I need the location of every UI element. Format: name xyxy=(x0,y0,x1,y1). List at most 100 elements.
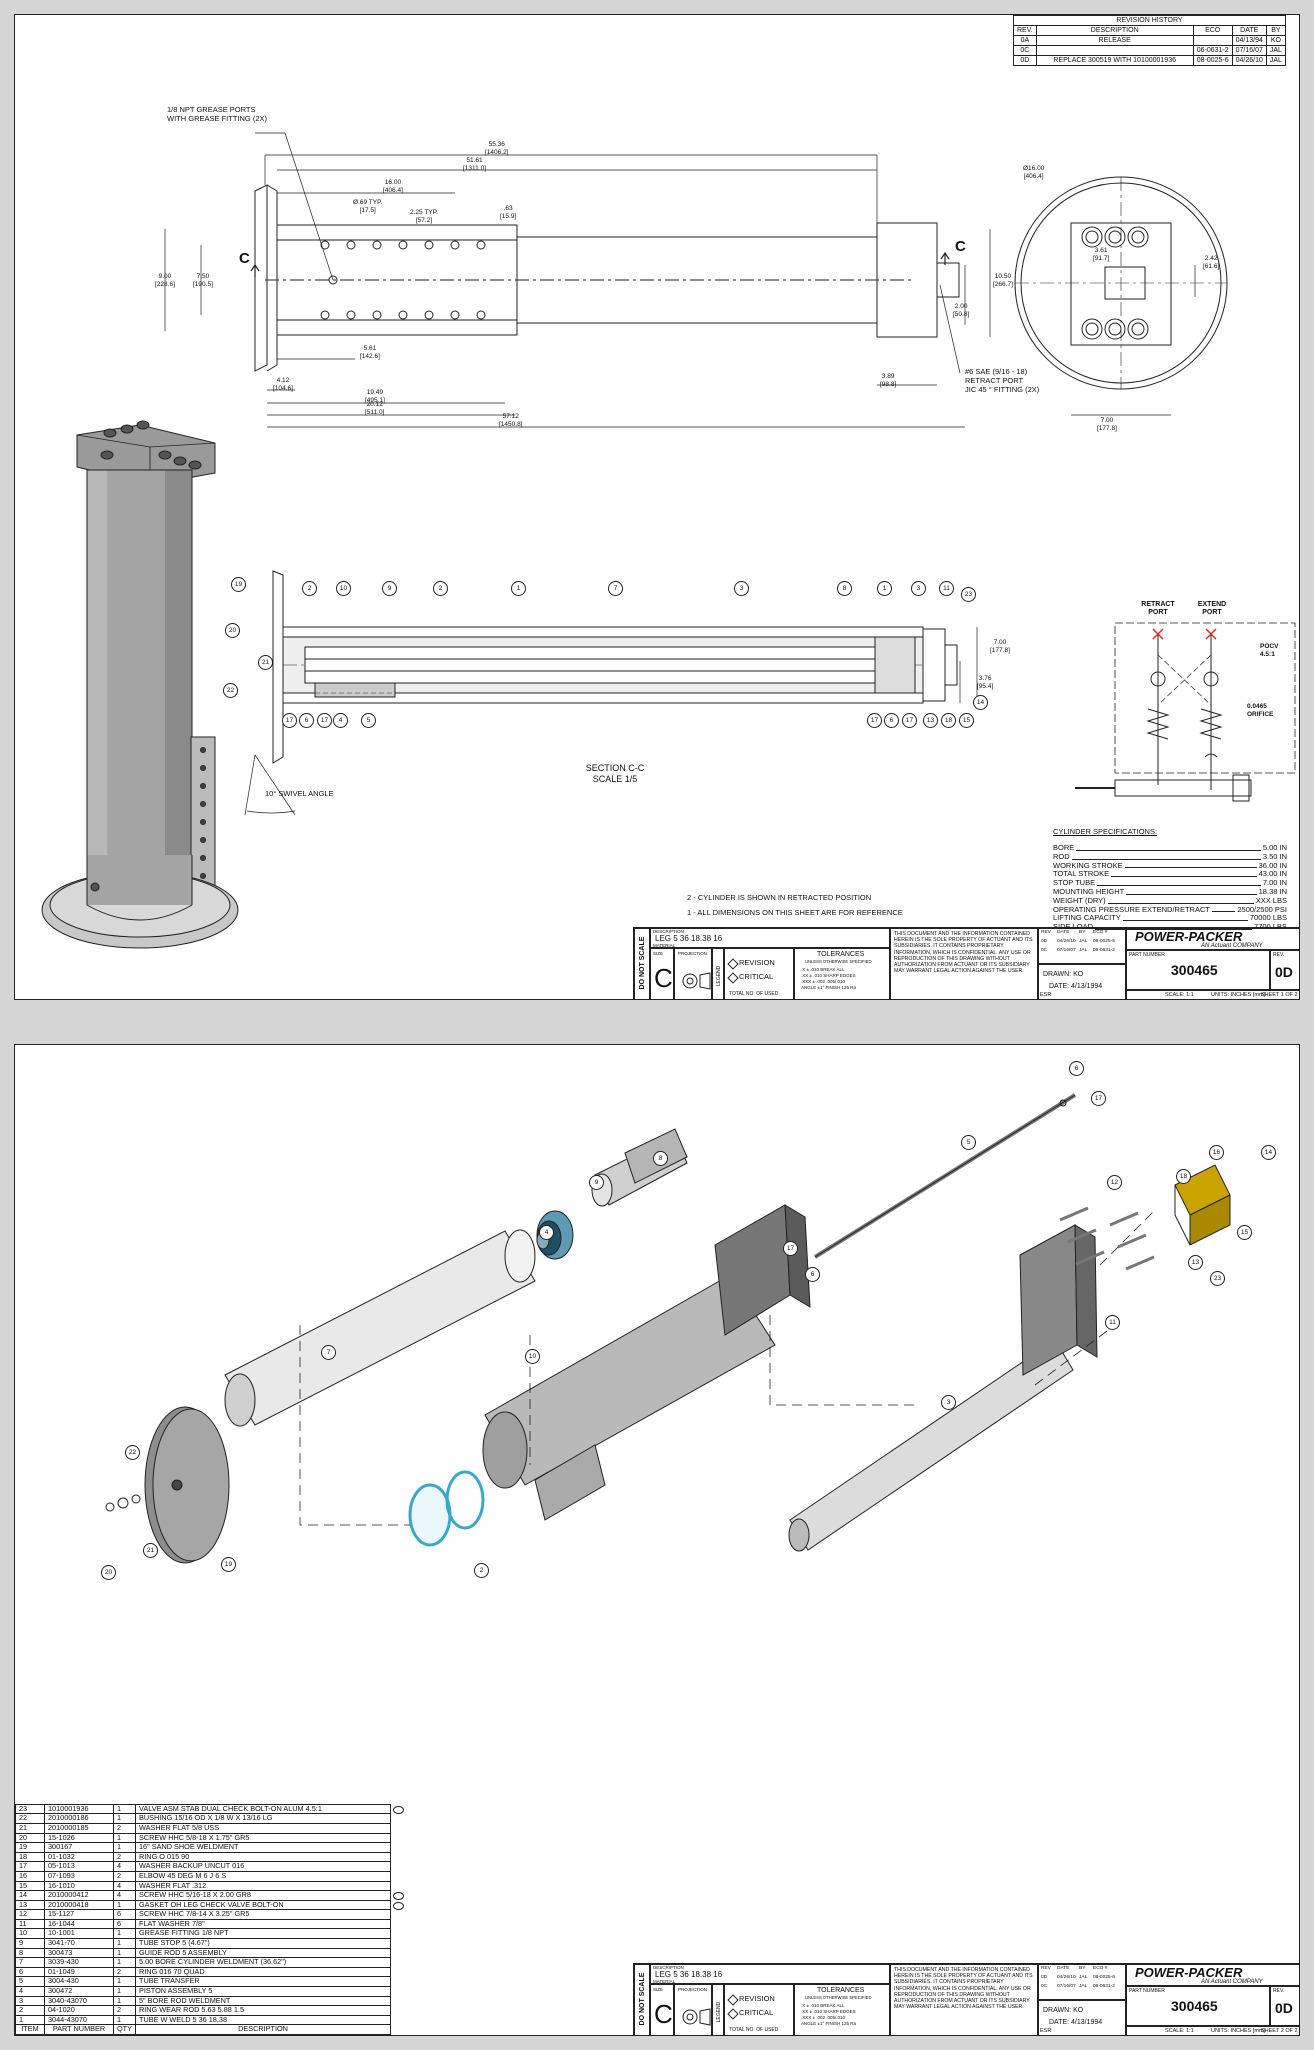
legend-label: LEGEND xyxy=(716,2001,722,2023)
item-balloon-20: 20 xyxy=(101,1565,116,1580)
bom-item: 14 xyxy=(15,1890,45,1901)
tolerance-line: .XX ± .010 SHARP EDGES xyxy=(801,2009,856,2014)
item-balloon-8: 8 xyxy=(653,1151,668,1166)
bom-description: RING WEAR ROD 5.63 5.88 1.5 xyxy=(135,2005,391,2016)
rev-mini-value: 06-0631-2 xyxy=(1093,1984,1115,1989)
company-sub: AN Actuant COMPANY xyxy=(1201,1979,1263,1985)
rev-mini-value: 0D xyxy=(1041,1975,1048,1980)
dimension-label: 4.12[104.6] xyxy=(273,377,293,392)
rev-mini-value: 0C xyxy=(1041,948,1048,953)
rev-mini-value: 04/26/10 xyxy=(1057,939,1076,944)
esr-label: ESR: xyxy=(1040,992,1053,998)
spec-row-stop-tube: STOP TUBE 7.00 IN xyxy=(1053,878,1287,888)
description-value: LEG 5 36 18.38 16 xyxy=(655,934,723,943)
projection-label: PROJECTION xyxy=(678,951,708,956)
spec-label: SIDE LOAD xyxy=(1053,922,1094,932)
end-view-head-block xyxy=(1070,222,1172,346)
part-number-value: 300465 xyxy=(1171,1998,1218,2014)
tolerance-line: .X ± .010 BREAK ALL xyxy=(801,2003,845,2008)
item-balloon-4: 4 xyxy=(333,713,348,728)
part-number-label: PART NUMBER xyxy=(1129,952,1165,958)
material-label: MATERIAL xyxy=(653,1979,676,1984)
proprietary-notice: THIS DOCUMENT AND THE INFORMATION CONTAI… xyxy=(894,1967,1033,2011)
drawn-date: DATE: 4/13/1994 xyxy=(1049,983,1103,990)
tolerances-sub: UNLESS OTHERWISE SPECIFIED xyxy=(805,1995,872,2000)
critical-diamond-icon xyxy=(727,2008,739,2020)
item-balloon-22: 22 xyxy=(125,1445,140,1460)
section-scale: SCALE 1/5 xyxy=(592,774,638,784)
bom-item: 2 xyxy=(15,2005,45,2016)
bom-part-number: 04-1020 xyxy=(44,2005,114,2016)
item-balloon-6: 6 xyxy=(805,1267,820,1282)
projection-label: PROJECTION xyxy=(678,1987,708,1992)
projection-cell: PROJECTION xyxy=(674,948,712,999)
eco-marker xyxy=(393,1892,404,1901)
item-balloon-13: 13 xyxy=(923,713,938,728)
description-label: DESCRIPTION xyxy=(653,929,684,934)
rev-mini-value: DATE xyxy=(1057,930,1070,935)
item-balloon-23: 23 xyxy=(961,587,976,602)
proprietary-cell: THIS DOCUMENT AND THE INFORMATION CONTAI… xyxy=(890,928,1038,999)
bom-qty: 2 xyxy=(113,2005,136,2016)
bom-qty: 1 xyxy=(113,1938,136,1949)
bom-part-number: 2010000185 xyxy=(44,1822,114,1834)
item-balloon-17: 17 xyxy=(902,713,917,728)
units-label: UNITS: INCHES [mm] xyxy=(1211,2028,1266,2034)
revision-cell: JAL xyxy=(1265,55,1286,66)
isometric-leg-view xyxy=(41,420,239,949)
item-balloon-23: 23 xyxy=(1210,1271,1225,1286)
item-balloon-17: 17 xyxy=(783,1241,798,1256)
item-balloon-7: 7 xyxy=(321,1345,336,1360)
bom-qty: 2 xyxy=(113,1822,136,1834)
spec-value: 43.00 IN xyxy=(1258,869,1287,879)
critical-diamond-icon xyxy=(727,972,739,984)
item-balloon-2: 2 xyxy=(474,1563,489,1578)
rev-mini-value: JAL xyxy=(1079,1975,1088,1980)
item-balloon-20: 20 xyxy=(225,623,240,638)
note-2: 2 - CYLINDER IS SHOWN IN RETRACTED POSIT… xyxy=(687,893,872,902)
sheet-number: SHEET 2 OF 2 xyxy=(1261,2028,1298,2034)
bom-item: 19 xyxy=(15,1842,45,1853)
spec-value: 3.50 IN xyxy=(1262,851,1287,861)
rev-mini-value: 07/16/07 xyxy=(1057,948,1076,953)
part-number-cell: PART NUMBER 300465 xyxy=(1126,1986,1270,2026)
dimension-label: 10.50[266.7] xyxy=(993,273,1013,288)
spec-label: WEIGHT (DRY) xyxy=(1053,895,1106,905)
bom-description: SCREW HHC 7/8-14 X 3.25" GR5 xyxy=(135,1909,391,1920)
item-balloon-3: 3 xyxy=(911,581,926,596)
esr-label: ESR: xyxy=(1040,2028,1053,2034)
spec-label: STOP TUBE xyxy=(1053,878,1096,888)
projection-symbol xyxy=(681,2007,711,2032)
bom-item: 9 xyxy=(15,1938,45,1949)
bom-header-3: DESCRIPTION xyxy=(135,2024,391,2035)
spec-value: 7.00 IN xyxy=(1262,878,1287,888)
rev-mini-value: BY xyxy=(1079,1966,1086,1971)
bom-qty: 4 xyxy=(113,1890,136,1901)
item-balloon-6: 6 xyxy=(1069,1061,1084,1076)
dimension-label: Ø.69 TYP.[17.5] xyxy=(353,199,383,214)
item-balloon-9: 9 xyxy=(589,1175,604,1190)
dimension-label: 7.00[177.8] xyxy=(990,639,1010,654)
total-used-label: TOTAL NO. OF USED xyxy=(729,991,779,997)
bom-qty: 1 xyxy=(113,1957,136,1968)
part-number-label: PART NUMBER xyxy=(1129,1988,1165,1994)
item-balloon-17: 17 xyxy=(1091,1091,1106,1106)
